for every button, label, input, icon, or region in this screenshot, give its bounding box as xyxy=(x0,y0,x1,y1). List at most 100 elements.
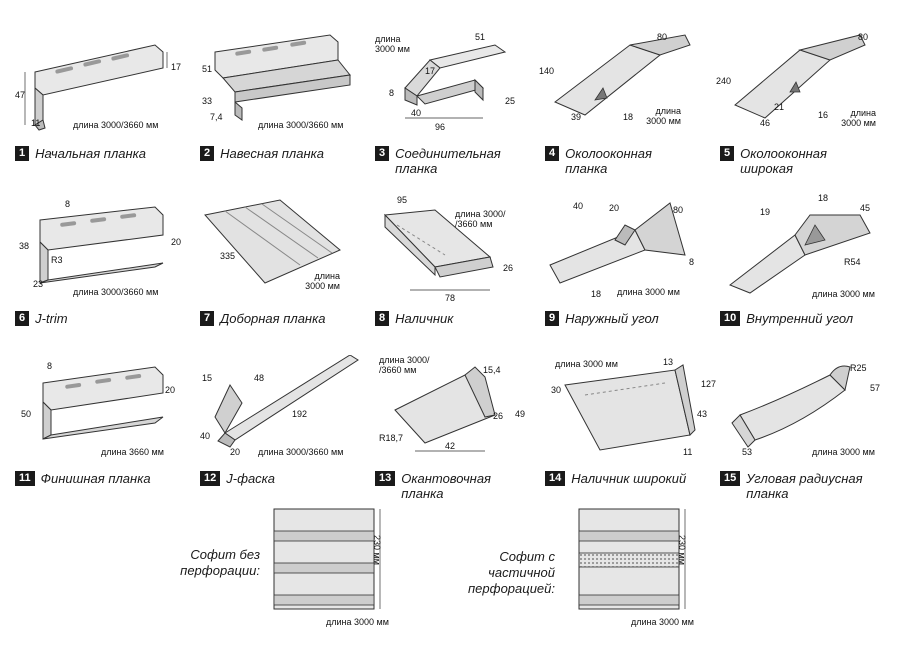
panel-title: Внутренний угол xyxy=(746,311,854,326)
dim-label: 30 xyxy=(551,385,562,395)
panel-title: Околооконная планка xyxy=(565,146,652,176)
soffit-perforated: Софит с частичной перфорацией: 230 мм дл… xyxy=(445,505,715,645)
dim-label: длина 3000 мм xyxy=(646,106,681,126)
dim-label: 80 xyxy=(858,32,869,42)
dim-label: 11 xyxy=(683,447,693,457)
profile-drawing-8 xyxy=(375,195,545,305)
profile-panel-4: 80 140 39 18 длина 3000 мм 4 Околооконная… xyxy=(539,30,715,180)
dim-label: 96 xyxy=(435,122,446,132)
dim-label: 80 xyxy=(673,205,684,215)
dim-label: 13 xyxy=(663,357,674,367)
dim-label: 39 xyxy=(571,112,582,122)
dim-label: длина 3000/3660 мм xyxy=(258,120,344,130)
dim-label: 8 xyxy=(47,361,53,371)
panel-number: 10 xyxy=(720,311,741,326)
dim-label: 18 xyxy=(818,193,829,203)
profile-panel-13: длина 3000/ /3660 мм 15,4 26 49 R18,7 42… xyxy=(375,355,545,505)
panel-title: Наружный угол xyxy=(565,311,659,326)
dim-label: длина 3000 мм xyxy=(812,447,875,457)
panel-number: 12 xyxy=(200,471,221,486)
dim-label: 140 xyxy=(539,66,555,76)
dim-label: 53 xyxy=(742,447,753,457)
dim-label: 17 xyxy=(171,62,182,72)
soffit-label: Софит с частичной перфорацией: xyxy=(467,549,555,596)
dim-label: 42 xyxy=(445,441,456,451)
panel-number: 8 xyxy=(375,311,390,326)
dim-label: 21 xyxy=(774,102,785,112)
profile-drawing-15 xyxy=(720,355,890,465)
dim-label: 20 xyxy=(171,237,182,247)
panel-number: 5 xyxy=(720,146,735,161)
dim-label: длина 3000 мм xyxy=(617,287,680,297)
soffit-solid-drawing xyxy=(273,508,381,610)
dim-label: длина 3000 мм xyxy=(305,271,340,291)
soffit-label: Софит без перфорации: xyxy=(180,547,260,578)
dim-label: длина 3000/ /3660 мм xyxy=(379,355,430,375)
panel-title: Околооконная широкая xyxy=(740,146,827,176)
panel-number: 7 xyxy=(200,311,215,326)
dim-label: 16 xyxy=(818,110,829,120)
panel-number: 14 xyxy=(545,471,566,486)
panel-number: 15 xyxy=(720,471,741,486)
dim-label: 18 xyxy=(591,289,602,299)
panel-title: Навесная планка xyxy=(220,146,325,161)
dim-label: 18 xyxy=(623,112,634,122)
dim-label: 15 xyxy=(202,373,213,383)
panel-caption: 4 Околооконная планка xyxy=(545,146,715,176)
panel-number: 2 xyxy=(200,146,215,161)
dim-label: 47 xyxy=(15,90,26,100)
dim-label: длина 3000/ /3660 мм xyxy=(455,209,506,229)
dim-label: 46 xyxy=(760,118,771,128)
dim-label: 45 xyxy=(860,203,871,213)
panel-number: 9 xyxy=(545,311,560,326)
dim-label: 17 xyxy=(425,66,436,76)
panel-caption: 7 Доборная планка xyxy=(200,311,370,329)
profile-drawing-12 xyxy=(200,355,370,465)
panel-caption: 9 Наружный угол xyxy=(545,311,715,329)
profile-drawing-5 xyxy=(720,30,890,140)
dim-label: 38 xyxy=(19,241,30,251)
dim-label: длина 3000 мм xyxy=(555,359,618,369)
dim-label: 26 xyxy=(503,263,514,273)
panel-number: 4 xyxy=(545,146,560,161)
dim-label: длина 3000/3660 мм xyxy=(258,447,344,457)
dim-label: 80 xyxy=(657,32,668,42)
dim-label: 230 мм xyxy=(677,535,687,565)
dim-label: 51 xyxy=(202,64,213,74)
profile-drawing-3 xyxy=(375,30,545,140)
dim-label: длина 3000 мм xyxy=(631,617,694,627)
dim-label: 26 xyxy=(493,411,504,421)
soffit-perforated-drawing xyxy=(578,508,686,610)
dim-label: 20 xyxy=(165,385,176,395)
dim-label: длина 3000 мм xyxy=(812,289,875,299)
panel-number: 6 xyxy=(15,311,30,326)
profile-drawing-4 xyxy=(545,30,715,140)
dim-label: длина 3000/3660 мм xyxy=(73,287,159,297)
profile-drawing-10 xyxy=(720,195,890,305)
dim-label: 95 xyxy=(397,195,408,205)
dim-label: длина 3660 мм xyxy=(101,447,164,457)
panel-caption: 12 J-фаска xyxy=(200,471,370,489)
panel-title: Доборная планка xyxy=(220,311,326,326)
dim-label: 8 xyxy=(65,199,71,209)
dim-label: длина 3000 мм xyxy=(326,617,389,627)
panel-title: Начальная планка xyxy=(35,146,147,161)
panel-number: 3 xyxy=(375,146,390,161)
panel-caption: 2 Навесная планка xyxy=(200,146,370,164)
panel-title: J-фаска xyxy=(226,471,276,486)
dim-label: 33 xyxy=(202,96,213,106)
